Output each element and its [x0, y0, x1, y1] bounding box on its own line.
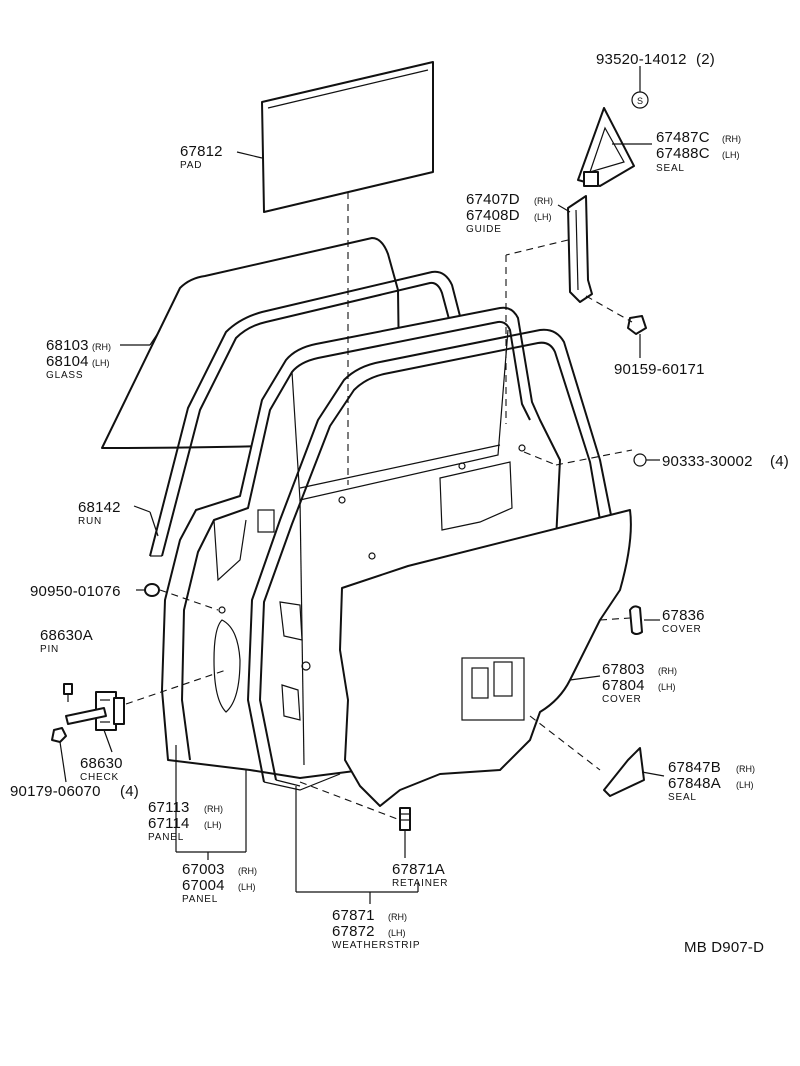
window-seal-part — [577, 107, 635, 187]
door-panel-suffix-rh: (RH) — [238, 866, 257, 876]
leader-lines — [59, 66, 665, 904]
window-seal-number-rh: 67487C — [656, 129, 710, 146]
inner-panel-name: PANEL — [148, 832, 184, 843]
lower-seal-name: SEAL — [668, 792, 697, 803]
pin-part — [63, 683, 73, 702]
lower-seal-number-lh: 67848A — [668, 775, 721, 792]
weatherstrip-part — [247, 328, 613, 791]
cover-panel-number-rh: 67803 — [602, 661, 645, 678]
retainer-part — [399, 807, 411, 831]
plug-number: 90950-01076 — [30, 583, 121, 600]
cover-panel-part — [339, 509, 632, 807]
door-panel-number-rh: 67003 — [182, 861, 225, 878]
pin-number: 68630A — [40, 627, 93, 644]
cover-panel-suffix-rh: (RH) — [658, 666, 677, 676]
lower-seal-part — [603, 747, 645, 797]
bolt-guide-number: 90159-60171 — [614, 361, 705, 378]
run-name: RUN — [78, 516, 102, 527]
clip-number: 90333-30002 — [662, 453, 753, 470]
guide-number-lh: 67408D — [466, 207, 520, 224]
screw-symbol-text: S — [637, 96, 643, 106]
cover-panel-suffix-lh: (LH) — [658, 682, 676, 692]
clip-part — [633, 453, 647, 467]
screw-symbol: S — [631, 91, 649, 109]
door-panel-suffix-lh: (LH) — [238, 882, 256, 892]
pad-number: 67812 — [180, 143, 223, 160]
lower-seal-suffix-rh: (RH) — [736, 764, 755, 774]
weatherstrip-suffix-rh: (RH) — [388, 912, 407, 922]
cover-panel-name: COVER — [602, 694, 642, 705]
drawing-code: MB D907-D — [684, 939, 764, 956]
weatherstrip-number-rh: 67871 — [332, 907, 375, 924]
check-number: 68630 — [80, 755, 123, 772]
small-cover-name: COVER — [662, 624, 702, 635]
lower-seal-suffix-lh: (LH) — [736, 780, 754, 790]
guide-number-rh: 67407D — [466, 191, 520, 208]
glass-suffix-lh: (LH) — [92, 358, 110, 368]
small-cover-number: 67836 — [662, 607, 705, 624]
inner-panel-number-lh: 67114 — [148, 815, 190, 832]
window-seal-name: SEAL — [656, 163, 685, 174]
inner-panel-suffix-rh: (RH) — [204, 804, 223, 814]
weatherstrip-suffix-lh: (LH) — [388, 928, 406, 938]
window-seal-suffix-rh: (RH) — [722, 134, 741, 144]
check-name: CHECK — [80, 772, 119, 783]
retainer-number: 67871A — [392, 861, 445, 878]
nut-part — [51, 727, 67, 743]
glass-number-rh: 68103 — [46, 337, 89, 354]
guide-name: GUIDE — [466, 224, 502, 235]
small-cover-part — [629, 605, 643, 635]
bolt-guide-part — [627, 315, 647, 335]
cover-panel-number-lh: 67804 — [602, 677, 645, 694]
clip-qty: (4) — [770, 453, 789, 470]
inner-panel-number-rh: 67113 — [148, 799, 190, 816]
lower-seal-number-rh: 67847B — [668, 759, 721, 776]
pin-name: PIN — [40, 644, 59, 655]
screw-top-qty: (2) — [696, 51, 715, 68]
window-seal-number-lh: 67488C — [656, 145, 710, 162]
inner-panel-suffix-lh: (LH) — [204, 820, 222, 830]
weatherstrip-name: WEATHERSTRIP — [332, 940, 420, 951]
guide-suffix-rh: (RH) — [534, 196, 553, 206]
door-panel-number-lh: 67004 — [182, 877, 225, 894]
glass-suffix-rh: (RH) — [92, 342, 111, 352]
door-check-part — [65, 691, 125, 731]
run-number: 68142 — [78, 499, 121, 516]
guide-part — [567, 195, 593, 303]
weatherstrip-number-lh: 67872 — [332, 923, 375, 940]
nut-qty: (4) — [120, 783, 139, 800]
guide-suffix-lh: (LH) — [534, 212, 552, 222]
glass-name: GLASS — [46, 370, 83, 381]
door-panel-name: PANEL — [182, 894, 218, 905]
nut-number: 90179-06070 — [10, 783, 101, 800]
retainer-name: RETAINER — [392, 878, 448, 889]
plug-part — [144, 583, 160, 597]
screw-top-number: 93520-14012 — [596, 51, 687, 68]
window-seal-suffix-lh: (LH) — [722, 150, 740, 160]
glass-number-lh: 68104 — [46, 353, 89, 370]
pad-part — [261, 61, 434, 213]
pad-name: PAD — [180, 160, 202, 171]
